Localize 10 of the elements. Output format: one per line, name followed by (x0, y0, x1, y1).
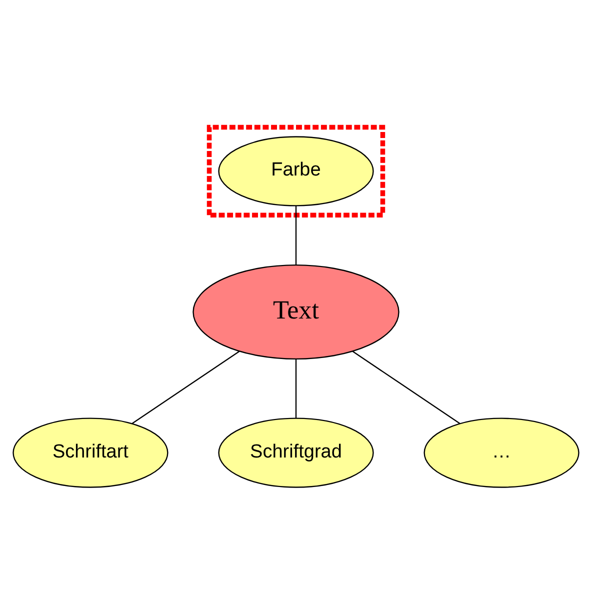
connector (295, 206, 297, 266)
connector (132, 350, 240, 424)
node-ellipse: Text (192, 264, 400, 360)
node-ellipse: Schriftgrad (218, 418, 374, 488)
cluster (206, 124, 386, 218)
node-ellipse: Farbe (218, 136, 374, 206)
node-ellipse: … (424, 418, 580, 488)
connector (352, 350, 460, 424)
node-ellipse: Schriftart (12, 418, 168, 488)
connector (295, 359, 297, 418)
